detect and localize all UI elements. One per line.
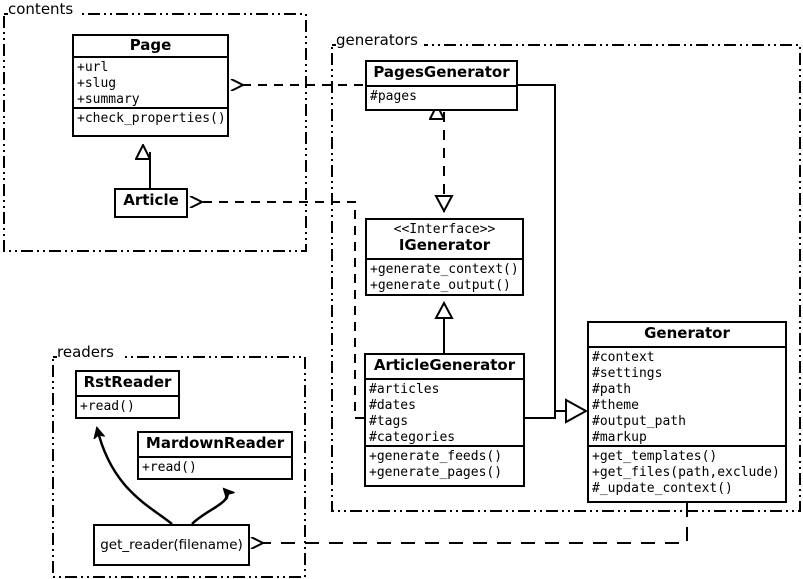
- method: +get_files(path,exclude): [592, 464, 780, 480]
- class-box-generator[interactable]: Generator #context #settings #path #them…: [587, 321, 787, 503]
- attribute: #categories: [369, 429, 456, 445]
- class-box-rstreader[interactable]: RstReader +read(): [75, 370, 180, 419]
- class-title-generator: Generator: [589, 323, 785, 348]
- method: +check_properties(): [77, 110, 226, 126]
- class-title-page: Page: [74, 36, 227, 58]
- edge-generator-to-getreader: [263, 503, 688, 543]
- class-methods-igenerator: +generate_context() +generate_output(): [367, 260, 522, 296]
- attribute: #dates: [369, 397, 416, 413]
- package-label-generators: generators: [336, 31, 418, 49]
- function-label-get-reader: get_reader(filename): [100, 537, 243, 553]
- class-box-articlegenerator[interactable]: ArticleGenerator #articles #dates #tags …: [364, 353, 525, 487]
- class-methods-page: +check_properties(): [74, 109, 227, 129]
- edge-getreader-to-mardownreader: [191, 489, 227, 525]
- method: +generate_feeds(): [369, 448, 503, 464]
- class-methods-generator: +get_templates() +get_files(path,exclude…: [589, 447, 785, 499]
- attribute: #settings: [592, 365, 663, 381]
- class-methods-articlegenerator: +generate_feeds() +generate_pages(): [366, 447, 523, 483]
- class-attributes-generator: #context #settings #path #theme #output_…: [589, 348, 785, 447]
- generator-inheritance-arrowhead: [565, 398, 589, 424]
- method: +get_templates(): [592, 448, 718, 464]
- attribute: #articles: [369, 381, 440, 397]
- class-box-pagesgenerator[interactable]: PagesGenerator #pages: [365, 60, 518, 111]
- attribute: +slug: [77, 75, 117, 91]
- method: +read(): [80, 398, 135, 414]
- class-methods-rstreader: +read(): [77, 397, 178, 417]
- attribute: #path: [592, 381, 632, 397]
- class-attributes-page: +url +slug +summary: [74, 58, 227, 109]
- class-box-igenerator[interactable]: <<Interface>> IGenerator +generate_conte…: [365, 218, 524, 296]
- attribute: #output_path: [592, 413, 686, 429]
- class-stereotype-igenerator: <<Interface>>: [393, 222, 496, 237]
- method: +read(): [142, 459, 197, 475]
- function-box-get-reader[interactable]: get_reader(filename): [93, 524, 250, 566]
- attribute: #pages: [370, 88, 417, 104]
- class-methods-mardownreader: +read(): [139, 458, 291, 478]
- edge-pagesgenerator-to-generator: [518, 84, 566, 412]
- class-box-mardownreader[interactable]: MardownReader +read(): [137, 431, 293, 480]
- class-attributes-pagesgenerator: #pages: [367, 87, 516, 107]
- class-title-igenerator: <<Interface>> IGenerator: [367, 220, 522, 260]
- class-box-page[interactable]: Page +url +slug +summary +check_properti…: [72, 34, 229, 137]
- class-title-articlegenerator: ArticleGenerator: [366, 355, 523, 380]
- attribute: #theme: [592, 397, 639, 413]
- package-label-readers: readers: [57, 343, 114, 361]
- class-name-igenerator: IGenerator: [398, 235, 491, 254]
- package-label-contents: contents: [8, 0, 74, 18]
- edge-articlegenerator-to-article: [202, 202, 364, 419]
- attribute: +url: [77, 59, 109, 75]
- method: +generate_context(): [370, 261, 519, 277]
- class-attributes-articlegenerator: #articles #dates #tags #categories: [366, 380, 523, 447]
- class-title-mardownreader: MardownReader: [139, 433, 291, 458]
- class-title-rstreader: RstReader: [77, 372, 178, 397]
- class-title-article: Article: [123, 191, 179, 209]
- method: +generate_pages(): [369, 464, 503, 480]
- class-title-pagesgenerator: PagesGenerator: [367, 62, 516, 87]
- attribute: #markup: [592, 429, 647, 445]
- attribute: #tags: [369, 413, 409, 429]
- attribute: #context: [592, 349, 655, 365]
- attribute: +summary: [77, 91, 140, 107]
- edge-articlegenerator-to-generator: [525, 411, 556, 419]
- class-box-article[interactable]: Article: [114, 188, 188, 218]
- method: #_update_context(): [592, 480, 733, 496]
- method: +generate_output(): [370, 277, 511, 293]
